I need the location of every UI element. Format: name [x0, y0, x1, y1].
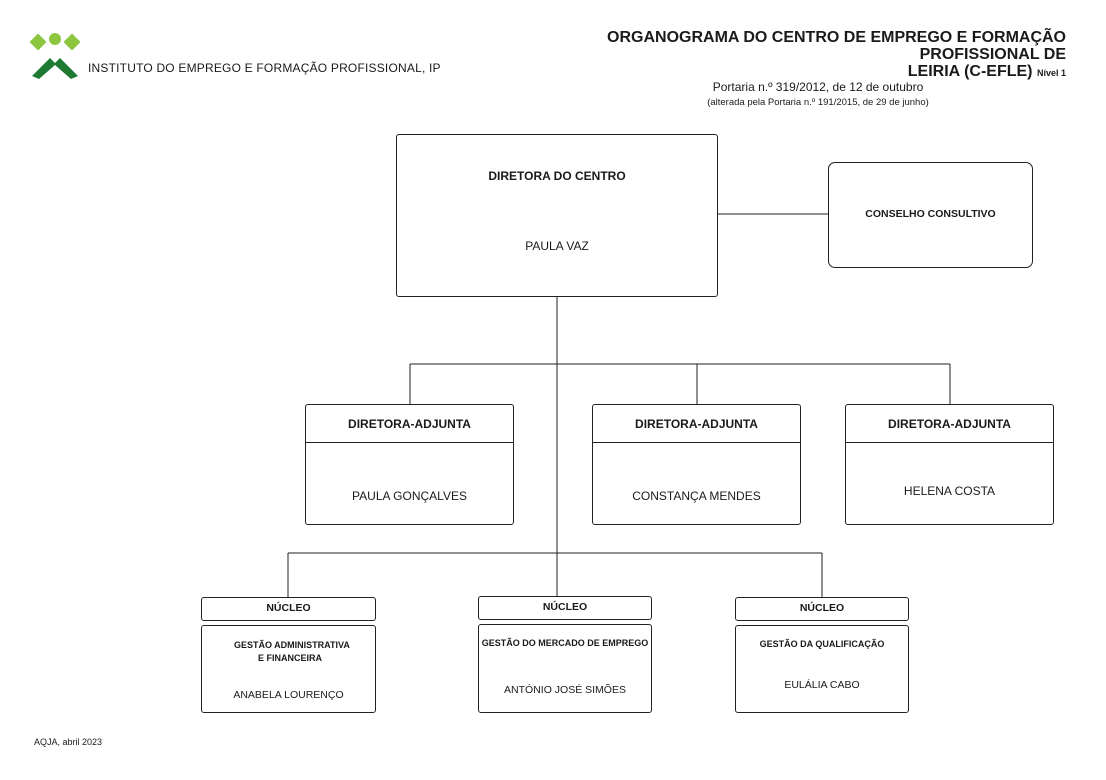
deputy-name: HELENA COSTA: [903, 484, 996, 498]
nucleo-label: NÚCLEO: [799, 602, 845, 614]
council-box: CONSELHO CONSULTIVO: [828, 162, 1033, 268]
nucleo-area: GESTÃO DA QUALIFICAÇÃO: [759, 639, 885, 649]
director-name: PAULA VAZ: [525, 239, 589, 253]
divider: [593, 442, 800, 443]
footer-text: AQJA, abril 2023: [34, 737, 103, 747]
deputy-name: CONSTANÇA MENDES: [632, 489, 761, 503]
deputy-box-3: DIRETORA-ADJUNTA HELENA COSTA: [845, 404, 1054, 525]
nucleo-box-2: GESTÃO DO MERCADO DE EMPREGO ANTÓNIO JOS…: [478, 624, 652, 713]
director-box: DIRETORA DO CENTRO PAULA VAZ: [396, 134, 718, 297]
nucleo-name: ANTÓNIO JOSÉ SIMÕES: [504, 684, 626, 696]
nucleo-label: NÚCLEO: [542, 601, 588, 613]
divider: [846, 442, 1053, 443]
deputy-role: DIRETORA-ADJUNTA: [888, 417, 1011, 431]
nucleo-area: GESTÃO ADMINISTRATIVA E FINANCEIRA: [234, 639, 350, 665]
nucleo-area-line-1: GESTÃO ADMINISTRATIVA: [234, 640, 350, 650]
nucleo-label: NÚCLEO: [266, 602, 311, 614]
nucleo-label-box-3: NÚCLEO: [735, 597, 909, 621]
iefp-logo: [29, 33, 81, 79]
nucleo-name: ANABELA LOURENÇO: [233, 689, 344, 701]
page-title: ORGANOGRAMA DO CENTRO DE EMPREGO E FORMA…: [520, 29, 1066, 82]
nucleo-name: EULÁLIA CABO: [784, 679, 860, 691]
director-role: DIRETORA DO CENTRO: [488, 169, 626, 183]
title-line-2-text: LEIRIA (C-EFLE): [907, 63, 1033, 80]
title-line-1: ORGANOGRAMA DO CENTRO DE EMPREGO E FORMA…: [607, 29, 1066, 63]
deputy-name: PAULA GONÇALVES: [352, 489, 467, 503]
portaria-text: Portaria n.º 319/2012, de 12 de outubro: [712, 80, 924, 94]
nucleo-area: GESTÃO DO MERCADO DE EMPREGO: [481, 638, 649, 648]
deputy-box-1: DIRETORA-ADJUNTA PAULA GONÇALVES: [305, 404, 514, 525]
nucleo-area-line-2: E FINANCEIRA: [258, 653, 323, 663]
nucleo-label-box-1: NÚCLEO: [201, 597, 376, 621]
divider: [306, 442, 513, 443]
deputy-box-2: DIRETORA-ADJUNTA CONSTANÇA MENDES: [592, 404, 801, 525]
nucleo-box-3: GESTÃO DA QUALIFICAÇÃO EULÁLIA CABO: [735, 625, 909, 713]
org-name: INSTITUTO DO EMPREGO E FORMAÇÃO PROFISSI…: [88, 61, 441, 75]
council-label: CONSELHO CONSULTIVO: [865, 208, 996, 220]
nucleo-box-1: GESTÃO ADMINISTRATIVA E FINANCEIRA ANABE…: [201, 625, 376, 713]
nucleo-label-box-2: NÚCLEO: [478, 596, 652, 620]
title-line-2: LEIRIA (C-EFLE) Nível 1: [520, 63, 1066, 82]
alterada-text: (alterada pela Portaria n.º 191/2015, de…: [707, 97, 929, 108]
deputy-role: DIRETORA-ADJUNTA: [348, 417, 471, 431]
level-label: Nível 1: [1036, 68, 1066, 78]
deputy-role: DIRETORA-ADJUNTA: [635, 417, 758, 431]
